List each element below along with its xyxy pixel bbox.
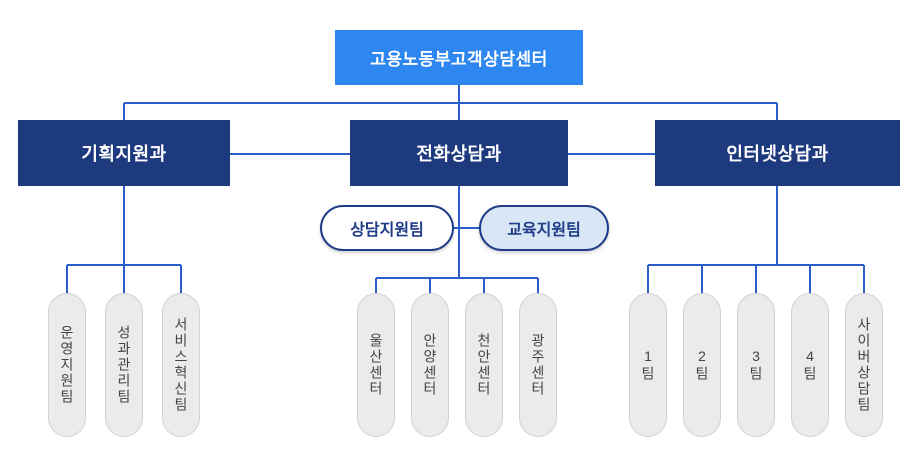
dept-node-internet: 인터넷상담과 — [655, 120, 900, 186]
team-pill-team3: 3팀 — [737, 293, 775, 437]
team-pill-performance: 성과관리팀 — [105, 293, 143, 437]
team-pill-service-innovation: 서비스혁신팀 — [162, 293, 200, 437]
team-pill-team4: 4팀 — [791, 293, 829, 437]
team-pill-team2: 2팀 — [683, 293, 721, 437]
team-pill-anyang-center: 안양센터 — [411, 293, 449, 437]
connector-planning-branch — [66, 186, 182, 294]
support-team-pill-education: 교육지원팀 — [479, 205, 609, 251]
root-node: 고용노동부고객상담센터 — [335, 30, 583, 85]
support-team-pill-counseling: 상담지원팀 — [320, 205, 454, 251]
team-pill-cheonan-center: 천안센터 — [465, 293, 503, 437]
dept-node-phone: 전화상담과 — [350, 120, 568, 186]
connector-root-to-depts — [123, 85, 778, 121]
team-pill-team1: 1팀 — [629, 293, 667, 437]
connector-phone-branch — [375, 277, 539, 294]
connector-internet-branch — [647, 186, 865, 294]
dept-node-planning: 기획지원과 — [18, 120, 230, 186]
team-pill-gwangju-center: 광주센터 — [519, 293, 557, 437]
team-pill-cyber-counseling: 사이버상담팀 — [845, 293, 883, 437]
team-pill-operations: 운영지원팀 — [48, 293, 86, 437]
team-pill-ulsan-center: 울산센터 — [357, 293, 395, 437]
